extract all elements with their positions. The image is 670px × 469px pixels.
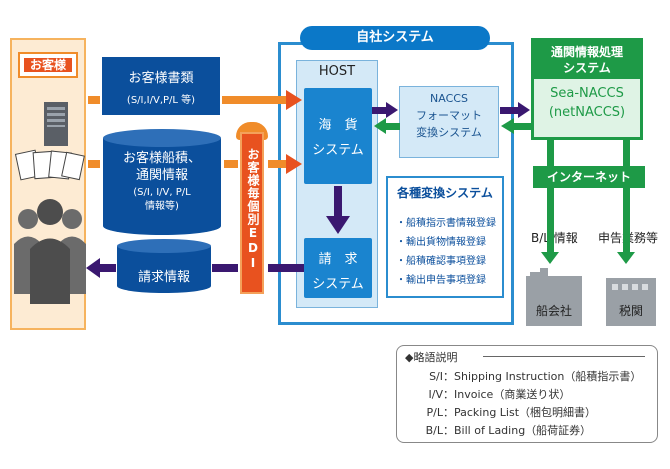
customer-shipping-text: お客様船積、 通関情報 (S/I, I/V, P/L 情報等) <box>102 150 222 214</box>
shipping-line1: お客様船積、 <box>122 151 201 166</box>
customs-internet-link-left <box>547 140 554 166</box>
customs-building-icon <box>606 278 656 326</box>
legend-abbr: S/I <box>429 370 443 383</box>
billing-info-database <box>117 239 211 293</box>
shipping-company-label: 船会社 <box>535 304 572 318</box>
shipping-line4: 情報等) <box>145 201 179 212</box>
legend-item: I/V：Invoice（商業送り状） <box>405 386 571 402</box>
legend-text: Shipping Instruction（船積指示書） <box>454 370 642 383</box>
sea-naccs-line2: (netNACCS) <box>548 105 626 120</box>
billing-line1: 請 求 <box>318 252 358 267</box>
edi-box: お客様毎個別EDI <box>240 132 264 294</box>
server-icon <box>44 102 68 146</box>
abbreviation-legend: ◆略語説明 S/I：Shipping Instruction（船積指示書） I/… <box>396 345 658 443</box>
conversion-item: ・輸出申告事項登録 <box>396 275 486 286</box>
forwarding-line1: 海 貨 <box>318 118 358 133</box>
customs-title-line1: 通関情報処理 <box>550 45 623 59</box>
shipping-line3: (S/I, I/V, P/L <box>133 187 191 198</box>
legend-abbr: I/V <box>428 388 443 401</box>
naccs-line2: フォーマット <box>416 109 482 122</box>
bl-info-arrow <box>541 188 559 264</box>
naccs-to-host-arrow <box>374 118 400 134</box>
naccs-format-conversion-box: NACCS フォーマット 変換システム <box>399 86 499 158</box>
legend-divider <box>483 356 645 357</box>
host-to-naccs-arrow <box>372 102 398 118</box>
customs-title-line2: システム <box>563 61 611 75</box>
customer-documents-box: お客様書類 (S/I,I/V,P/L 等) <box>102 57 220 115</box>
legend-text: Bill of Lading（船荷証券） <box>454 424 592 437</box>
customer-shipping-database <box>103 129 221 235</box>
customs-office-label: 税関 <box>618 304 643 318</box>
documents-icon <box>14 149 85 181</box>
customer-illustration <box>14 102 86 304</box>
forwarding-system-box: 海 貨 システム <box>304 88 372 184</box>
conversion-systems-title: 各種変換システム <box>397 186 493 200</box>
legend-abbr: P/L <box>426 406 443 419</box>
shipping-company-building-icon <box>526 268 582 326</box>
host-down-arrow <box>326 186 350 234</box>
billing-system-box: 請 求 システム <box>304 238 372 298</box>
declaration-arrow <box>617 188 635 264</box>
internet-label: インターネット <box>533 166 645 188</box>
customer-docs-arrow <box>88 90 302 110</box>
bl-info-label: B/L 情報 <box>531 231 578 245</box>
legend-item: S/I：Shipping Instruction（船積指示書） <box>405 368 641 384</box>
legend-text: Packing List（梱包明細書） <box>454 406 597 419</box>
legend-title: ◆略語説明 <box>405 349 462 365</box>
sea-naccs-line1: Sea-NACCS <box>550 86 624 101</box>
host-label: HOST <box>318 64 356 79</box>
legend-item: P/L：Packing List（梱包明細書） <box>405 404 597 420</box>
conversion-item: ・輸出貨物情報登録 <box>396 237 486 248</box>
naccs-line3: 変換システム <box>416 126 482 139</box>
conversion-item: ・船積確認事項登録 <box>396 256 486 267</box>
naccs-to-customs-arrow <box>500 102 530 118</box>
billing-info-label: 請求情報 <box>137 270 190 285</box>
billing-info-arrow <box>86 258 304 278</box>
shipping-line2: 通関情報 <box>135 168 188 183</box>
legend-item: B/L：Bill of Lading（船荷証券） <box>405 422 592 438</box>
conversion-systems-box: 各種変換システム ・船積指示書情報登録 ・輸出貨物情報登録 ・船積確認事項登録 … <box>386 176 504 298</box>
sea-naccs-label: Sea-NACCS (netNACCS) <box>534 84 640 124</box>
customer-label-box: お客様 <box>18 52 78 78</box>
customer-documents-title: お客様書類 <box>128 71 194 86</box>
customer-label: お客様 <box>24 58 72 72</box>
edi-label: お客様毎個別EDI <box>246 148 260 271</box>
people-icon <box>14 199 86 304</box>
naccs-line1: NACCS <box>430 92 468 105</box>
conversion-item: ・船積指示書情報登録 <box>396 218 496 229</box>
legend-abbr: B/L <box>425 424 443 437</box>
legend-text: Invoice（商業送り状） <box>454 388 571 401</box>
customer-shipping-arrow <box>88 154 302 174</box>
forwarding-line2: システム <box>312 143 364 158</box>
customer-documents-abbr: (S/I,I/V,P/L 等) <box>126 95 196 106</box>
own-system-title: 自社システム <box>300 26 490 50</box>
billing-line2: システム <box>312 277 364 292</box>
customs-system-title: 通関情報処理 システム <box>534 41 640 79</box>
customs-to-naccs-arrow <box>501 118 532 134</box>
customs-internet-link-right <box>623 140 630 166</box>
